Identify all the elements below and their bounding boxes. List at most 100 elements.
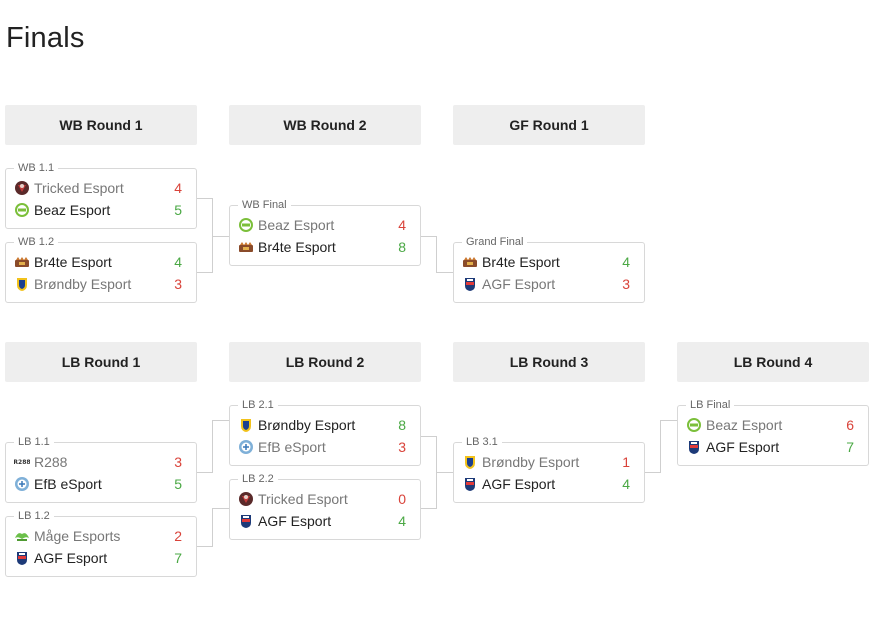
round-header-gf1: GF Round 1 [453,105,645,145]
match-lb-final[interactable]: LB Final Beaz Esport 6 AGF Esport 7 [677,398,869,466]
team-score: 3 [174,454,182,470]
match-label: LB Final [686,398,735,412]
team-score: 3 [398,439,406,455]
tricked-esport-logo-icon [14,180,30,196]
agf-esport-logo-icon [686,439,702,455]
br4te-esport-logo-icon [238,239,254,255]
team-score: 7 [846,439,854,455]
team-name: EfB eSport [34,476,102,492]
team-name: AGF Esport [258,513,332,529]
team-row[interactable]: Brøndby Esport 3 [14,274,182,294]
team-name: AGF Esport [482,476,556,492]
connector [212,236,229,237]
team-row[interactable]: EfB eSport 5 [14,474,182,494]
brondby-esport-logo-icon [14,276,30,292]
mage-esports-logo-icon [14,528,30,544]
connector [421,436,437,437]
match-label: Grand Final [462,235,528,249]
match-label: LB 2.2 [238,472,278,486]
beaz-esport-logo-icon [238,217,254,233]
connector [212,198,213,273]
connector [197,472,213,473]
team-row[interactable]: R288 3 [14,452,182,472]
team-name: Beaz Esport [706,417,783,433]
team-name: Brøndby Esport [482,454,580,470]
brondby-esport-logo-icon [462,454,478,470]
team-name: Brøndby Esport [34,276,132,292]
round-header-lb3: LB Round 3 [453,342,645,382]
efb-esport-logo-icon [14,476,30,492]
team-row[interactable]: Måge Esports 2 [14,526,182,546]
brondby-esport-logo-icon [238,417,254,433]
br4te-esport-logo-icon [462,254,478,270]
connector [421,508,437,509]
beaz-esport-logo-icon [686,417,702,433]
team-row[interactable]: AGF Esport 4 [462,474,630,494]
team-name: Beaz Esport [34,202,111,218]
team-name: AGF Esport [34,550,108,566]
match-label: WB Final [238,198,291,212]
page-title: Finals [6,22,85,54]
match-lb-1-1[interactable]: LB 1.1 R288 3 EfB eSport 5 [5,435,197,503]
match-lb-3-1[interactable]: LB 3.1 Brøndby Esport 1 AGF Esport 4 [453,435,645,503]
team-score: 4 [622,254,630,270]
team-score: 8 [398,239,406,255]
round-header-lb2: LB Round 2 [229,342,421,382]
team-row[interactable]: Brøndby Esport 8 [238,415,406,435]
connector [421,236,437,237]
match-label: LB 3.1 [462,435,502,449]
round-header-wb2: WB Round 2 [229,105,421,145]
team-score: 1 [622,454,630,470]
agf-esport-logo-icon [462,476,478,492]
connector [436,472,453,473]
match-wb-1-1[interactable]: WB 1.1 Tricked Esport 4 Beaz Esport 5 [5,161,197,229]
team-row[interactable]: Beaz Esport 4 [238,215,406,235]
connector [212,420,213,473]
match-label: LB 1.2 [14,509,54,523]
team-row[interactable]: EfB eSport 3 [238,437,406,457]
team-row[interactable]: AGF Esport 3 [462,274,630,294]
connector [436,272,453,273]
agf-esport-logo-icon [462,276,478,292]
team-score: 8 [398,417,406,433]
team-name: R288 [34,454,68,470]
team-row[interactable]: Tricked Esport 4 [14,178,182,198]
team-score: 3 [174,276,182,292]
team-score: 7 [174,550,182,566]
round-header-lb1: LB Round 1 [5,342,197,382]
team-name: Brøndby Esport [258,417,356,433]
connector [197,198,213,199]
team-row[interactable]: Br4te Esport 4 [14,252,182,272]
team-row[interactable]: Tricked Esport 0 [238,489,406,509]
match-wb-final[interactable]: WB Final Beaz Esport 4 Br4te Esport 8 [229,198,421,266]
team-row[interactable]: Br4te Esport 8 [238,237,406,257]
team-row[interactable]: Brøndby Esport 1 [462,452,630,472]
team-row[interactable]: AGF Esport 7 [686,437,854,457]
match-label: LB 2.1 [238,398,278,412]
team-name: AGF Esport [482,276,556,292]
team-row[interactable]: AGF Esport 4 [238,511,406,531]
team-name: Tricked Esport [258,491,348,507]
team-row[interactable]: Beaz Esport 6 [686,415,854,435]
match-lb-2-2[interactable]: LB 2.2 Tricked Esport 0 AGF Esport 4 [229,472,421,540]
team-name: EfB eSport [258,439,326,455]
connector [212,508,229,509]
team-score: 6 [846,417,854,433]
match-wb-1-2[interactable]: WB 1.2 Br4te Esport 4 Brøndby Esport 3 [5,235,197,303]
team-row[interactable]: Beaz Esport 5 [14,200,182,220]
match-lb-2-1[interactable]: LB 2.1 Brøndby Esport 8 EfB eSport 3 [229,398,421,466]
match-lb-1-2[interactable]: LB 1.2 Måge Esports 2 AGF Esport 7 [5,509,197,577]
team-score: 4 [174,254,182,270]
connector [197,272,213,273]
team-score: 4 [622,476,630,492]
team-row[interactable]: Br4te Esport 4 [462,252,630,272]
team-score: 5 [174,476,182,492]
team-score: 0 [398,491,406,507]
connector [212,508,213,547]
tricked-esport-logo-icon [238,491,254,507]
round-header-wb1: WB Round 1 [5,105,197,145]
team-score: 3 [622,276,630,292]
match-grand-final[interactable]: Grand Final Br4te Esport 4 AGF Esport 3 [453,235,645,303]
team-score: 4 [174,180,182,196]
team-row[interactable]: AGF Esport 7 [14,548,182,568]
